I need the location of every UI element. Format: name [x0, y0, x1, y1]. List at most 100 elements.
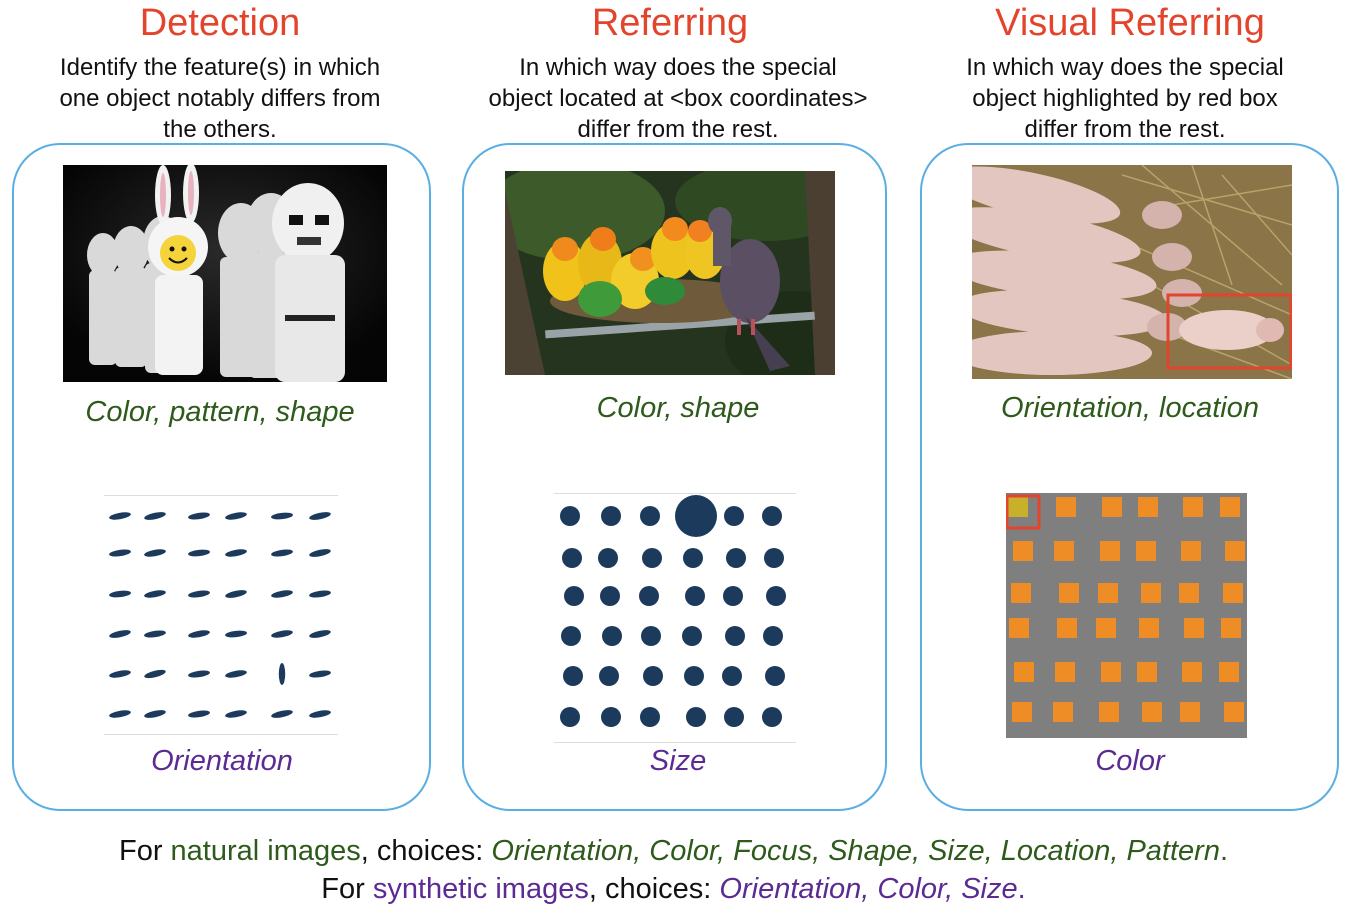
footer-natural-choices: For natural images, choices: Orientation… — [0, 835, 1347, 868]
referring-description: In which way does the special object loc… — [458, 52, 898, 145]
ellipse-mark — [225, 590, 247, 598]
dot-mark — [639, 586, 659, 606]
footer-mid: , choices: — [360, 835, 492, 867]
square-mark — [1141, 583, 1161, 603]
square-mark — [1223, 583, 1243, 603]
dot-mark — [560, 707, 580, 727]
square-mark — [1225, 541, 1245, 561]
referring-panel — [462, 143, 887, 811]
ellipse-mark — [271, 590, 293, 598]
visual-referring-synthetic-caption: Color — [1095, 745, 1165, 777]
square-mark — [1142, 702, 1162, 722]
visual-referring-panel — [920, 143, 1339, 811]
detection-synthetic-caption: Orientation — [151, 745, 293, 777]
square-mark — [1224, 702, 1244, 722]
dot-mark — [763, 626, 783, 646]
ellipse-mark — [309, 630, 331, 638]
dot-mark — [684, 666, 704, 686]
dot-mark — [641, 626, 661, 646]
description-line: Identify the feature(s) in which — [59, 54, 381, 81]
odd-square-mark — [1008, 497, 1028, 517]
square-mark — [1220, 497, 1240, 517]
dot-mark — [725, 626, 745, 646]
square-mark — [1013, 541, 1033, 561]
dot-mark — [601, 506, 621, 526]
description-line: the others. — [163, 116, 277, 143]
ellipse-mark — [188, 710, 210, 718]
dot-mark — [722, 666, 742, 686]
ellipse-mark — [271, 549, 293, 557]
dot-mark — [640, 506, 660, 526]
visual-referring-description: In which way does the special object hig… — [905, 52, 1345, 145]
ellipse-mark — [278, 663, 286, 685]
square-mark — [1009, 618, 1029, 638]
red-highlight-box — [1005, 494, 1041, 530]
square-mark — [1059, 583, 1079, 603]
ellipse-mark — [188, 590, 210, 598]
dot-mark — [724, 707, 744, 727]
natural-choices-list: Orientation, Color, Focus, Shape, Size, … — [491, 835, 1220, 867]
square-mark — [1102, 497, 1122, 517]
dot-mark — [560, 506, 580, 526]
detection-panel — [12, 143, 431, 811]
referring-natural-caption: Color, shape — [596, 392, 760, 424]
visual-referring-natural-caption: Orientation, location — [1001, 392, 1259, 424]
referring-title: Referring — [591, 2, 749, 44]
dot-mark — [598, 548, 618, 568]
dot-mark — [640, 707, 660, 727]
square-mark — [1054, 541, 1074, 561]
synthetic-images-label: synthetic images — [372, 873, 589, 905]
detection-description: Identify the feature(s) in which one obj… — [0, 52, 440, 145]
ellipse-mark — [144, 630, 166, 638]
ellipse-mark — [188, 512, 210, 520]
dot-mark — [766, 586, 786, 606]
dot-mark — [643, 666, 663, 686]
dot-mark — [724, 506, 744, 526]
ellipse-mark — [309, 549, 331, 557]
ellipse-mark — [225, 512, 247, 520]
square-mark — [1221, 618, 1241, 638]
square-mark — [1219, 662, 1239, 682]
gray-background — [1006, 493, 1247, 738]
ellipse-mark — [188, 630, 210, 638]
square-mark — [1179, 583, 1199, 603]
dot-mark — [686, 707, 706, 727]
ellipse-mark — [225, 549, 247, 557]
dot-mark — [762, 506, 782, 526]
detection-title: Detection — [139, 2, 301, 44]
square-mark — [1184, 618, 1204, 638]
square-mark — [1055, 662, 1075, 682]
square-mark — [1180, 702, 1200, 722]
lego-stormtroopers-photo — [63, 165, 387, 382]
ellipse-mark — [144, 710, 166, 718]
square-mark — [1056, 497, 1076, 517]
dot-mark — [642, 548, 662, 568]
dot-mark — [682, 626, 702, 646]
dot-mark — [683, 548, 703, 568]
square-mark — [1014, 662, 1034, 682]
ellipse-mark — [109, 512, 131, 520]
square-mark — [1138, 497, 1158, 517]
square-mark — [1100, 541, 1120, 561]
description-line: object located at <box coordinates> — [488, 85, 868, 112]
synthetic-choices-list: Orientation, Color, Size — [719, 873, 1018, 905]
ellipse-mark — [225, 670, 247, 678]
square-mark — [1137, 662, 1157, 682]
dot-mark — [764, 548, 784, 568]
footer-mid: , choices: — [588, 873, 720, 905]
description-line: In which way does the special — [519, 54, 837, 81]
dot-mark — [563, 666, 583, 686]
square-mark — [1096, 618, 1116, 638]
ellipse-mark — [109, 549, 131, 557]
ellipse-mark — [109, 590, 131, 598]
ellipse-mark — [109, 630, 131, 638]
square-mark — [1057, 618, 1077, 638]
piglets-photo — [972, 165, 1292, 379]
square-mark — [1012, 702, 1032, 722]
referring-synthetic-caption: Size — [649, 745, 707, 777]
dot-mark — [561, 626, 581, 646]
description-line: differ from the rest. — [1024, 116, 1226, 143]
dot-mark — [723, 586, 743, 606]
visual-referring-title: Visual Referring — [995, 2, 1265, 44]
ellipse-mark — [144, 669, 166, 679]
